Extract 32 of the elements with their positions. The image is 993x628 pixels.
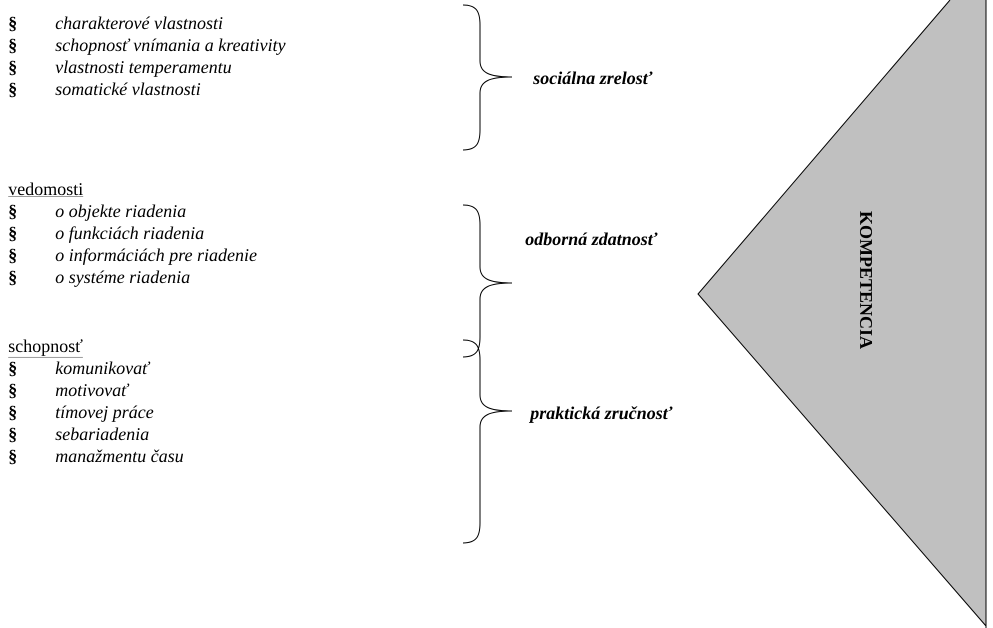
list-item: charakterové vlastnosti (56, 16, 222, 30)
bullet-mark: § (9, 16, 16, 32)
list-item: somatické vlastnosti (55, 82, 200, 96)
bullet-mark: § (9, 428, 16, 442)
bullet-mark: § (9, 226, 16, 242)
bullet-mark: § (9, 248, 16, 264)
group-label: odborná zdatnosť (526, 232, 658, 246)
list-item: o funkciách riadenia (56, 226, 204, 243)
list-item: motivovať (56, 384, 130, 396)
bullet-mark: § (9, 38, 16, 54)
list-item: tímovej práce (56, 405, 154, 422)
bullet-mark: § (9, 384, 16, 398)
list-item: schopnosť vnímania a kreativity (55, 38, 286, 55)
heading: vedomosti (8, 182, 84, 197)
bullet-mark: § (9, 60, 16, 76)
triangle: KOMPETENCIA (697, 0, 986, 626)
heading: schopnosť (8, 339, 84, 358)
list-item: komunikovať (56, 362, 150, 374)
list-item: sebariadenia (55, 428, 149, 440)
list-item: o informáciách pre riadenie (56, 248, 257, 265)
group-label: praktická zručnosť (528, 406, 672, 423)
bullet-mark: § (9, 82, 16, 98)
bullet-mark: § (9, 270, 16, 286)
bullet-mark: § (9, 406, 16, 420)
bullet-mark: § (9, 450, 16, 464)
bullet-mark: § (9, 204, 16, 220)
list-item: o objekte riadenia (56, 204, 186, 221)
list-item: o systéme riadenia (56, 270, 190, 287)
bullet-mark: § (9, 362, 16, 376)
list-item: vlastnosti temperamentu (55, 60, 232, 77)
list-item: manažmentu času (56, 449, 184, 462)
group-label: sociálna zrelosť (533, 71, 652, 84)
